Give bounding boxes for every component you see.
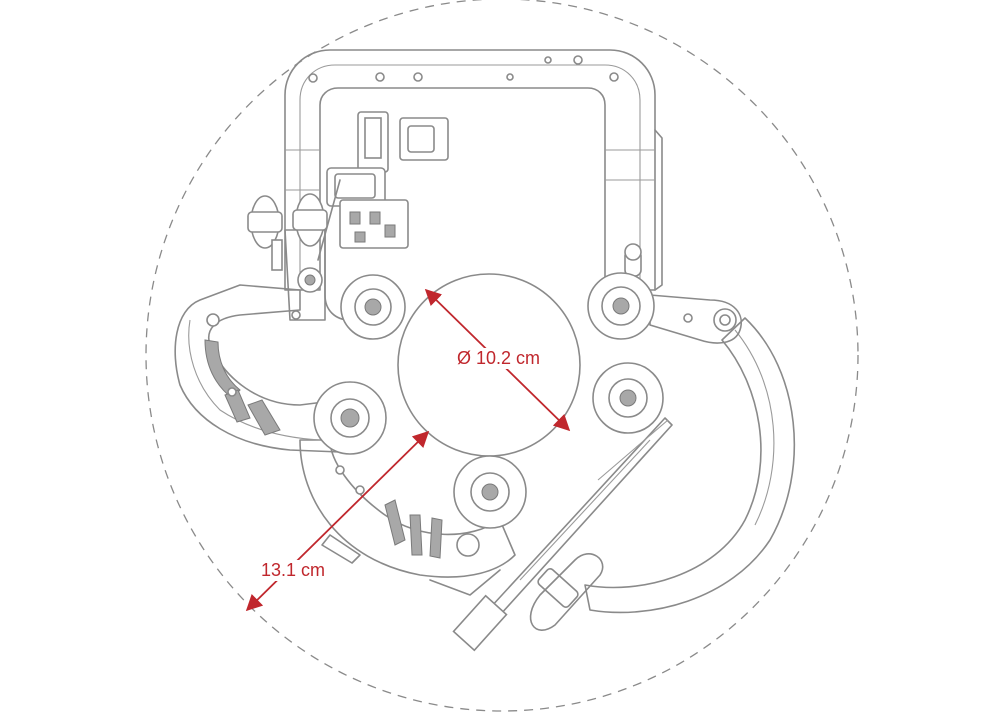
- swing-radius-label: 13.1 cm: [259, 560, 328, 581]
- roller-top-left: [340, 274, 406, 340]
- right-arc-body: [584, 317, 796, 614]
- roller-left: [313, 381, 387, 455]
- swing-radius-circle: [145, 0, 859, 712]
- roller-right: [592, 362, 664, 434]
- lower-bracket-slots: [384, 499, 443, 559]
- feed-screw: [452, 417, 673, 652]
- adjust-knobs: [247, 193, 328, 271]
- left-arm: [174, 284, 341, 453]
- roller-bottom: [453, 455, 527, 529]
- roller-top-right: [587, 272, 655, 340]
- swing-radius-dimension-line: [245, 430, 430, 612]
- pipe-diameter-label: Ø 10.2 cm: [455, 348, 543, 369]
- right-arm: [649, 294, 742, 344]
- right-post: [624, 129, 663, 291]
- control-mechanism: [284, 111, 449, 321]
